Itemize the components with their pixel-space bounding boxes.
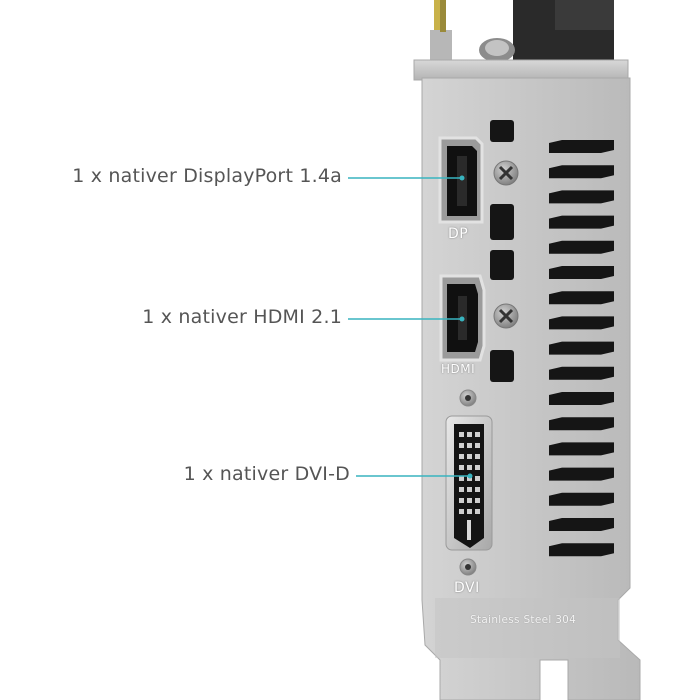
vent-slot <box>549 240 614 254</box>
dvi-port <box>445 389 493 576</box>
engraving-text: Stainless Steel 304 <box>470 614 577 626</box>
port-label-hdmi: HDMI <box>441 362 476 376</box>
dvi-pin <box>467 487 472 492</box>
dvi-pin <box>467 443 472 448</box>
vent-slot <box>549 190 614 204</box>
vent-slot <box>549 140 614 153</box>
bracket-top-flange <box>413 59 629 81</box>
vent-slot <box>549 467 614 481</box>
bracket-edge-notch <box>632 586 638 600</box>
vent-slot <box>549 366 614 380</box>
card-top-components <box>430 0 614 62</box>
dvi-pin <box>467 454 472 459</box>
dvi-pin <box>475 509 480 514</box>
vent-slot <box>549 518 614 531</box>
dvi-pin <box>467 509 472 514</box>
dvi-pin <box>459 432 464 437</box>
port-label-dvi: DVI <box>454 580 480 596</box>
vent-slot <box>549 316 614 330</box>
screw-icon <box>493 160 519 186</box>
dvi-pin <box>475 432 480 437</box>
screw-icon <box>493 303 519 329</box>
dvi-pin <box>467 476 472 481</box>
dvi-pin <box>467 432 472 437</box>
dvi-pin <box>475 487 480 492</box>
dvi-pin <box>459 476 464 481</box>
dvi-pin <box>459 443 464 448</box>
dvi-pin <box>475 454 480 459</box>
dvi-pin <box>459 498 464 503</box>
vent-slot <box>549 392 614 405</box>
vent-slot <box>549 341 614 355</box>
vent-slot <box>549 215 614 229</box>
dvi-pin <box>475 465 480 470</box>
bracket-bottom-panel <box>435 598 620 658</box>
vent-slot <box>549 291 614 305</box>
dvi-pin <box>459 509 464 514</box>
vent-slot <box>549 165 614 179</box>
dvi-pin <box>475 476 480 481</box>
dvi-pin <box>459 454 464 459</box>
small-mount-holes <box>490 120 514 382</box>
vent-slot <box>549 266 614 279</box>
port-label-dp: DP <box>448 226 469 242</box>
dvi-pin <box>467 498 472 503</box>
callout-label-displayport: 1 x nativer DisplayPort 1.4a <box>72 165 342 187</box>
vent-slots <box>549 140 614 557</box>
dvi-pins <box>459 432 480 514</box>
vent-slot <box>549 442 614 456</box>
dvi-pin <box>459 465 464 470</box>
dvi-pin <box>475 443 480 448</box>
vent-slot <box>549 417 614 431</box>
dvi-pin <box>475 498 480 503</box>
callout-label-hdmi: 1 x nativer HDMI 2.1 <box>142 306 342 328</box>
vent-slot <box>549 543 614 557</box>
callout-lines <box>348 175 473 479</box>
vent-slot <box>549 492 614 506</box>
dvi-pin <box>467 465 472 470</box>
dvi-pin <box>459 487 464 492</box>
callout-label-dvi: 1 x nativer DVI-D <box>183 463 350 485</box>
